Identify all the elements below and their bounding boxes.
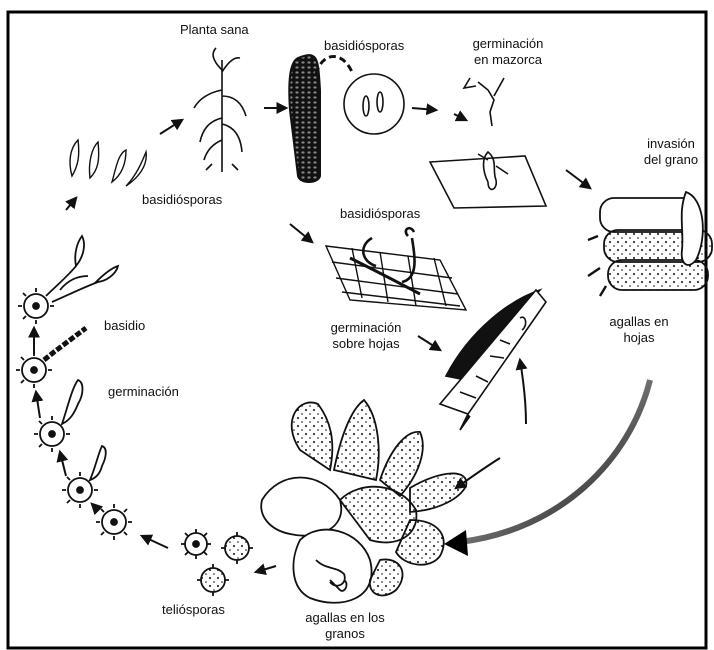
arrow-to-teliospores xyxy=(256,566,276,572)
spore-magnify-icon xyxy=(344,74,404,134)
arrow-to-plant xyxy=(160,120,182,134)
label-basidiosporas-center: basidiósporas xyxy=(340,206,420,222)
arrow-telio-to-germ xyxy=(142,536,168,548)
arrow-to-invasion xyxy=(566,170,590,188)
leaf-gall-icon xyxy=(440,290,546,430)
label-invasion-2: del grano xyxy=(636,152,706,168)
label-basidiosporas-top: basidiósporas xyxy=(324,38,404,54)
healthy-plant-icon xyxy=(194,48,246,172)
arrow-up-leaf-gall xyxy=(520,360,526,424)
arrow-to-leaf-gall xyxy=(418,336,440,350)
label-germinacion-mazorca-1: germinación xyxy=(468,36,548,52)
grain-gall-icon xyxy=(261,400,466,603)
gradient-cycle-arrow xyxy=(444,380,650,556)
label-germinacion-hojas-2: sobre hojas xyxy=(326,336,406,352)
arrow-chain-1 xyxy=(92,504,98,510)
leaf-germination-icon xyxy=(326,228,466,310)
grain-invasion-icon xyxy=(588,192,712,296)
arrow-chain-3 xyxy=(36,392,40,418)
label-basidiosporas-left: basidiósporas xyxy=(142,192,222,208)
label-teliosporas: teliósporas xyxy=(162,602,225,618)
label-germinacion-mazorca-2: en mazorca xyxy=(468,52,548,68)
label-invasion-1: invasión xyxy=(636,136,706,152)
arrow-to-leaf xyxy=(290,224,312,242)
arrow-germ-detail xyxy=(454,114,466,120)
arrow-chain-2 xyxy=(60,452,66,476)
corn-cob-icon xyxy=(289,55,320,182)
teliospores-icon xyxy=(181,529,253,596)
basidiospores-group-icon xyxy=(70,140,146,186)
arrow-to-grain-gall xyxy=(456,458,500,488)
label-basidio: basidio xyxy=(104,318,145,334)
label-germinacion-hojas-1: germinación xyxy=(326,320,406,336)
arrow-to-germination xyxy=(412,108,436,110)
spore-trail xyxy=(316,56,352,74)
label-agallas-granos-2: granos xyxy=(290,626,400,642)
label-germinacion-left: germinación xyxy=(108,384,179,400)
arrow-to-spores xyxy=(66,198,76,210)
label-agallas-hojas-1: agallas en xyxy=(604,314,674,330)
label-planta-sana: Planta sana xyxy=(180,22,249,38)
germination-cob-icon xyxy=(430,78,546,208)
label-agallas-granos-1: agallas en los xyxy=(290,610,400,626)
label-agallas-hojas-2: hojas xyxy=(604,330,674,346)
